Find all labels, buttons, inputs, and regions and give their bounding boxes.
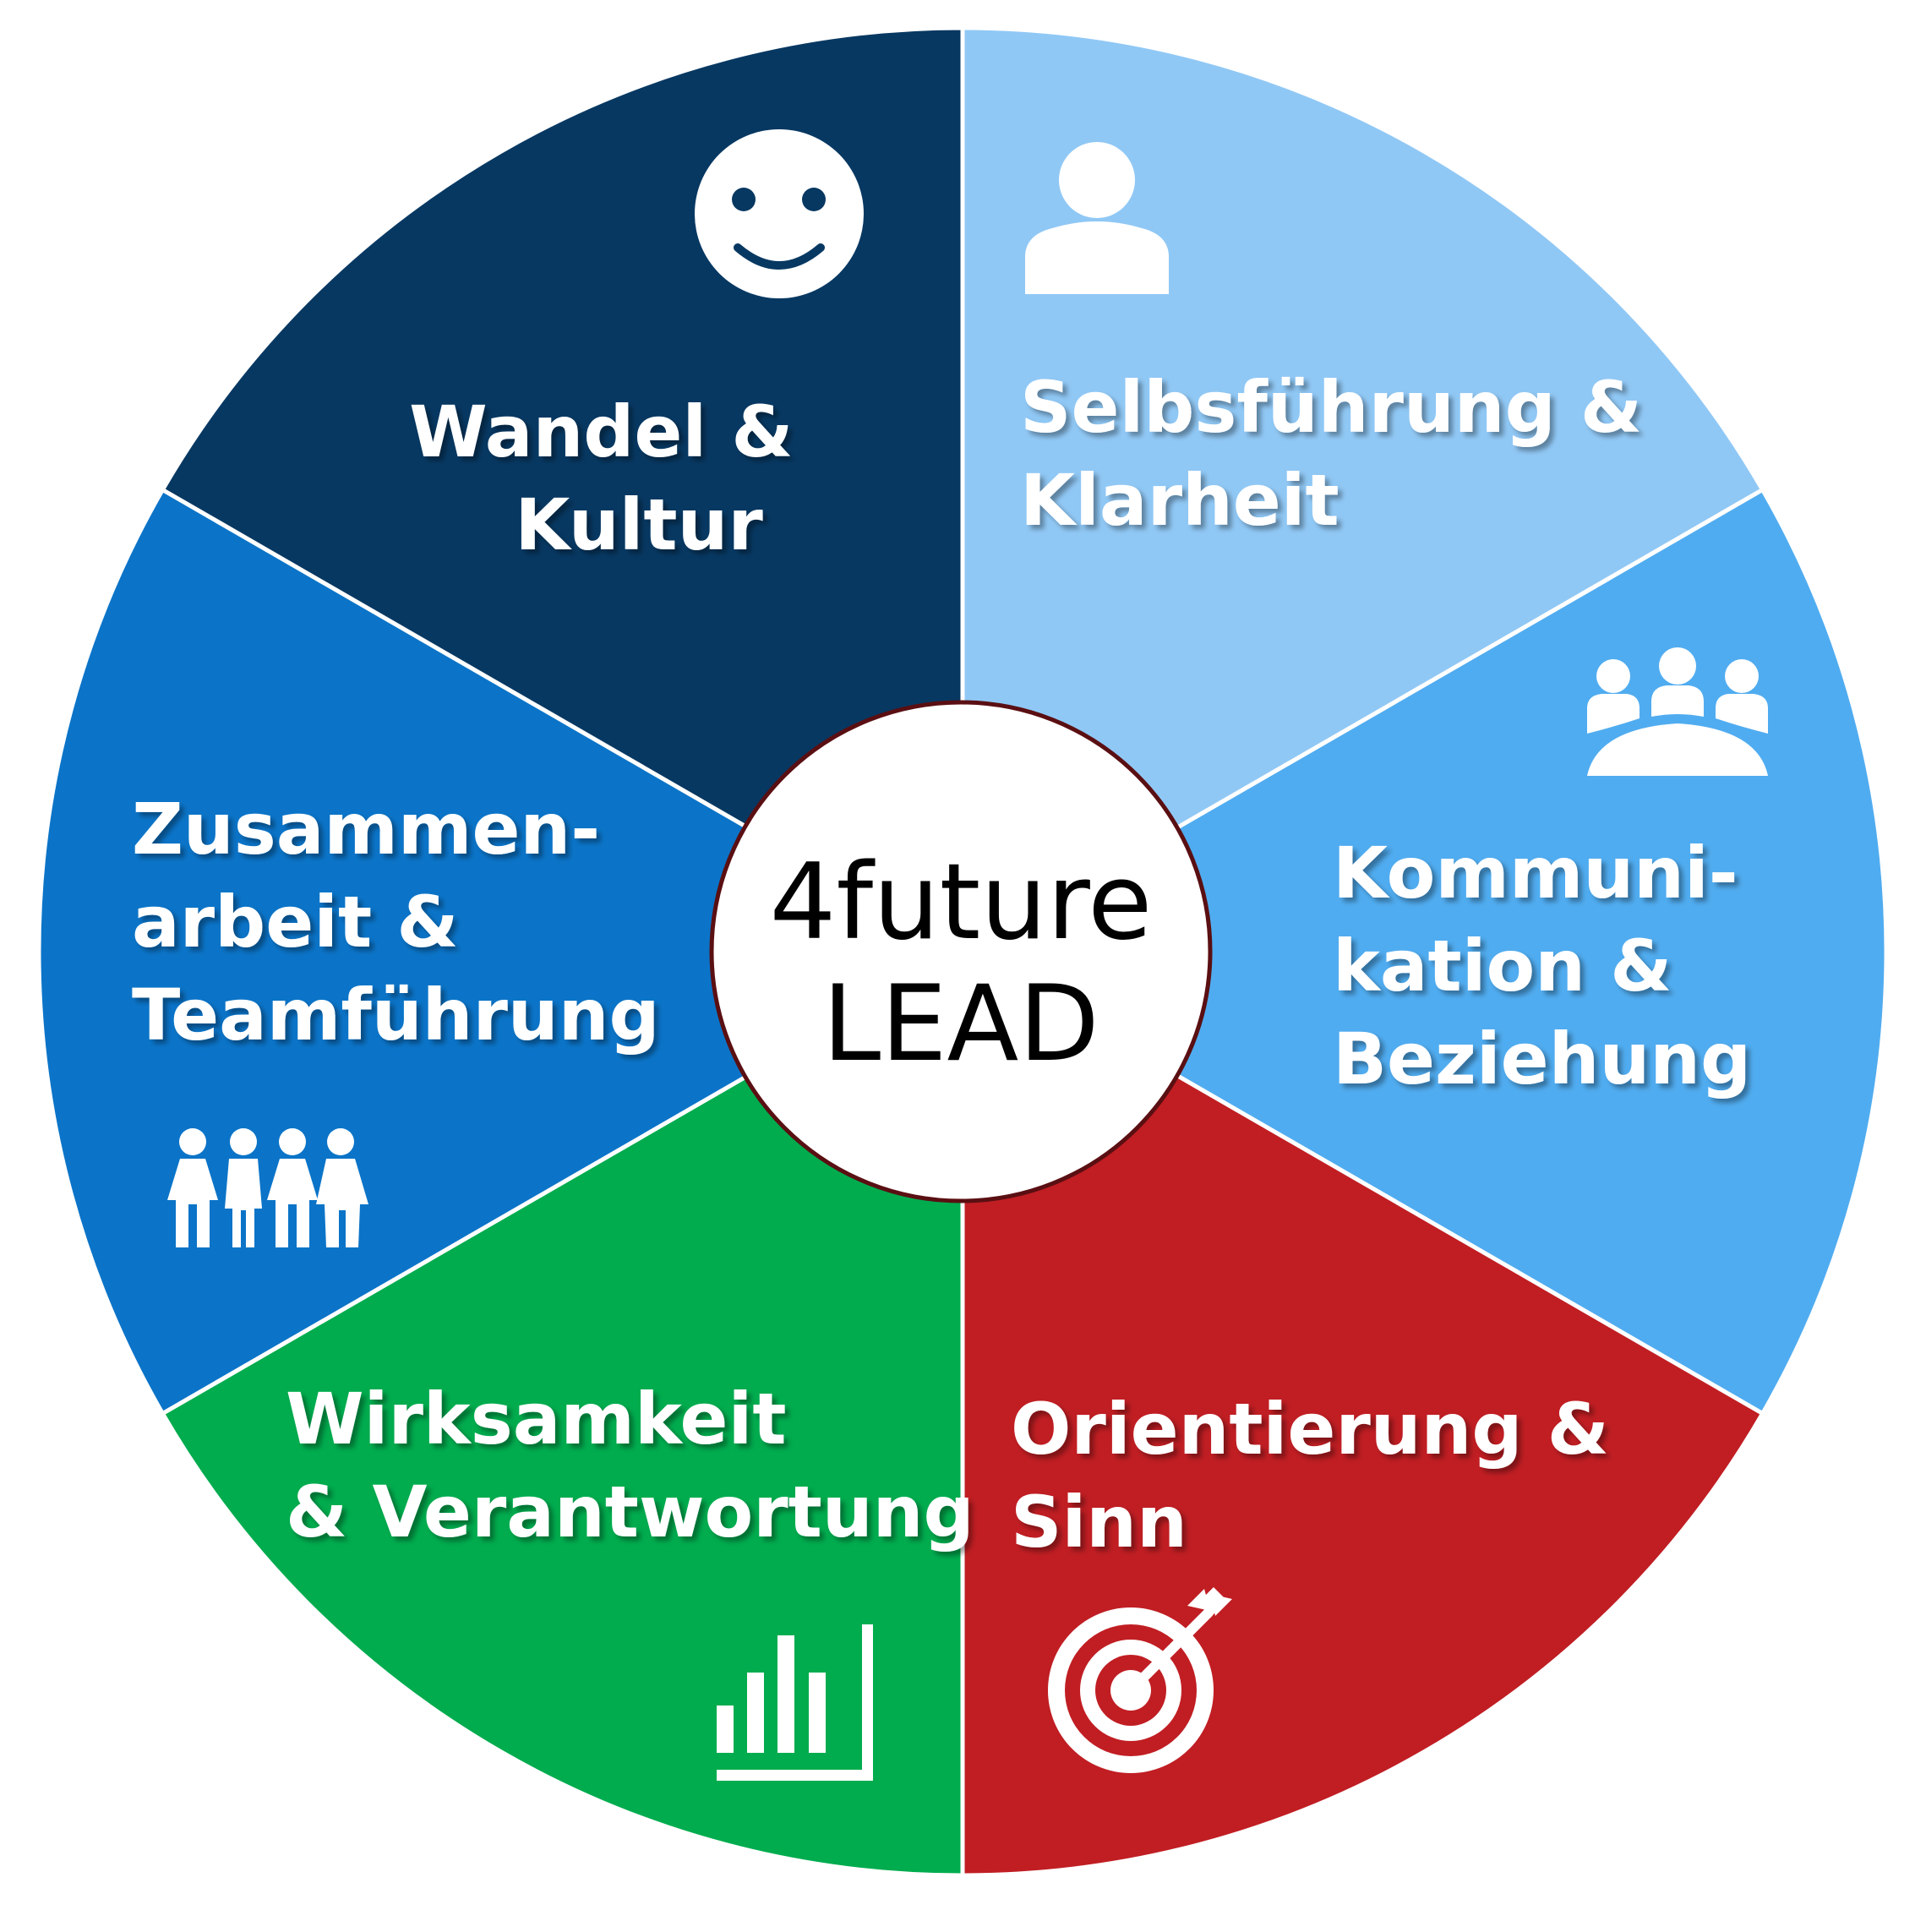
person-icon — [1025, 142, 1169, 294]
smiley-icon — [695, 129, 864, 298]
group-meeting-icon — [1587, 647, 1768, 776]
sector-wirksamkeit — [159, 947, 965, 1878]
bar-chart-icon — [717, 1624, 873, 1781]
segment-labels: Selbsführung & Klarheit Kommuni- kation … — [132, 366, 1763, 1564]
team-icon — [167, 1128, 368, 1247]
label-wirksamkeit: Wirksamkeit & Verantwortung — [286, 1378, 974, 1553]
label-kommunikation: Kommuni- kation & Beziehung — [1333, 832, 1763, 1100]
center-badge: 4future LEAD — [709, 700, 1213, 1203]
sector-zusammenarbeit — [36, 487, 968, 1416]
target-icon — [1048, 1587, 1232, 1773]
label-wandel: Wandel & Kultur — [409, 390, 818, 566]
center-title-line1: 4future — [770, 842, 1153, 963]
label-orientierung: Orientierung & Sinn — [1011, 1388, 1634, 1564]
center-title-line2: LEAD — [822, 963, 1099, 1085]
label-selbstfuehrung: Selbsführung & Klarheit — [1020, 366, 1667, 542]
sector-kommunikation — [958, 487, 1889, 1416]
label-zusammenarbeit: Zusammen- arbeit & Teamführung — [132, 788, 660, 1056]
